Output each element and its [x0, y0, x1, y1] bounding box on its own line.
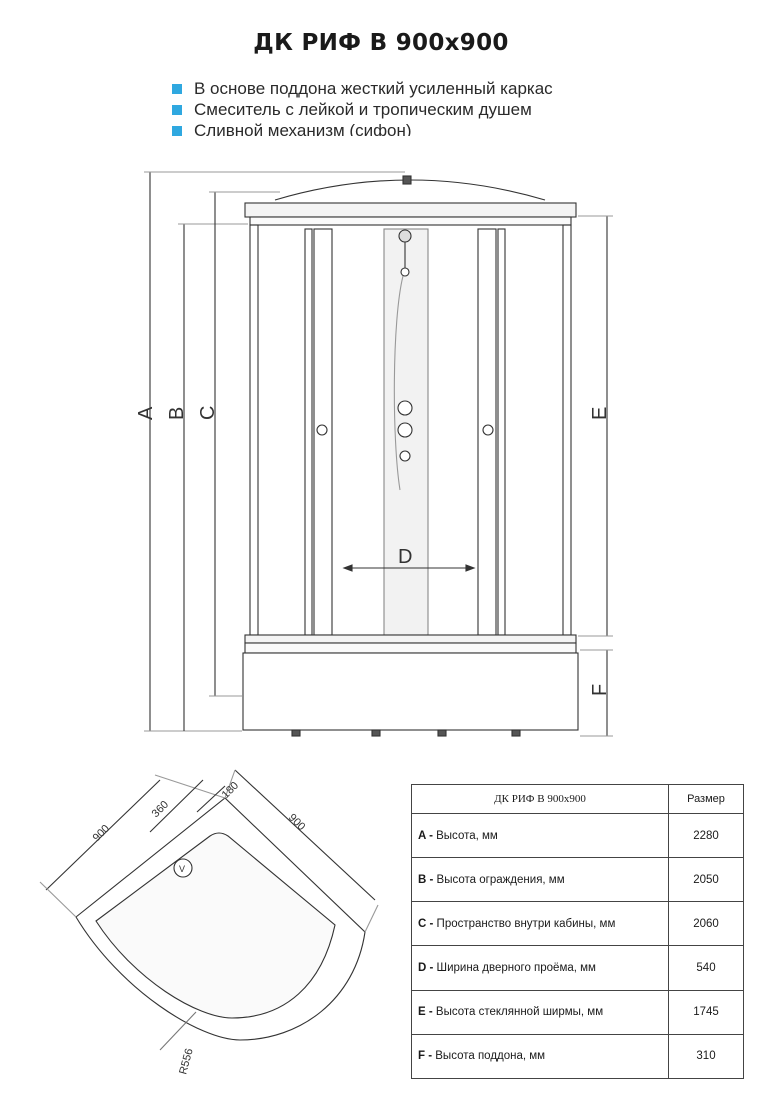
row-code: B: [418, 873, 427, 886]
dim-label-e: E: [589, 407, 611, 420]
feature-item: В основе поддона жесткий усиленный карка…: [172, 78, 642, 99]
top-dim-180: 180: [220, 780, 241, 801]
table-row: B - Высота ограждения, мм 2050: [411, 857, 744, 903]
top-dim-900-left: 900: [91, 823, 112, 844]
square-bullet-icon: [172, 125, 182, 136]
row-label: Высота стеклянной ширмы, мм: [435, 1006, 604, 1019]
table-cell-label: E - Высота стеклянной ширмы, мм: [411, 989, 669, 1035]
dim-label-c: C: [197, 406, 219, 420]
page-title: ДК РИФ В 900х900: [253, 30, 509, 56]
row-code: C: [418, 917, 427, 930]
row-code: F: [418, 1050, 426, 1063]
top-dim-900-right: 900: [286, 812, 307, 833]
table-cell-label: B - Высота ограждения, мм: [411, 857, 669, 903]
table-header-row: ДК РИФ В 900х900 Размер: [411, 784, 744, 814]
table-cell-value: 540: [668, 945, 744, 991]
table-row: C - Пространство внутри кабины, мм 2060: [411, 901, 744, 947]
table-row: A - Высота, мм 2280: [411, 812, 744, 859]
feature-text: В основе поддона жесткий усиленный карка…: [194, 79, 553, 98]
row-label: Высота поддона, мм: [435, 1050, 546, 1063]
row-label: Пространство внутри кабины, мм: [436, 917, 616, 930]
table-cell-value: 2280: [668, 812, 744, 859]
square-bullet-icon: [172, 83, 182, 94]
table-cell-label: A - Высота, мм: [411, 812, 669, 859]
dim-label-f: F: [589, 684, 611, 696]
table-row: F - Высота поддона, мм 310: [411, 1033, 744, 1080]
row-label: Высота ограждения, мм: [436, 873, 565, 886]
row-label: Высота, мм: [436, 829, 498, 842]
row-label: Ширина дверного проёма, мм: [436, 962, 596, 975]
table-cell-label: D - Ширина дверного проёма, мм: [411, 945, 669, 991]
table-cell-label: C - Пространство внутри кабины, мм: [411, 901, 669, 947]
spec-table: ДК РИФ В 900х900 Размер A - Высота, мм 2…: [411, 784, 744, 1080]
table-cell-label: F - Высота поддона, мм: [411, 1033, 669, 1080]
feature-list: В основе поддона жесткий усиленный карка…: [172, 78, 642, 136]
feature-text: Смеситель с лейкой и тропическим душем: [194, 100, 532, 119]
top-dim-360: 360: [150, 799, 171, 820]
dim-label-b: B: [166, 407, 188, 420]
top-view: V: [39, 769, 379, 1051]
top-dim-radius: R556: [177, 1047, 195, 1076]
table-cell-value: 310: [668, 1033, 744, 1080]
dim-label-a: A: [135, 406, 157, 420]
table-header-value: Размер: [668, 784, 744, 814]
dim-label-d: D: [398, 546, 412, 568]
row-code: D: [418, 962, 427, 975]
feature-text: Сливной механизм (сифон): [194, 121, 412, 136]
table-row: D - Ширина дверного проёма, мм 540: [411, 945, 744, 991]
table-row: E - Высота стеклянной ширмы, мм 1745: [411, 989, 744, 1035]
feature-item: Сливной механизм (сифон): [172, 120, 642, 136]
row-code: E: [418, 1006, 426, 1019]
table-cell-value: 1745: [668, 989, 744, 1035]
row-code: A: [418, 829, 426, 842]
table-header-name: ДК РИФ В 900х900: [411, 784, 669, 814]
svg-text:V: V: [179, 864, 185, 874]
table-cell-value: 2060: [668, 901, 744, 947]
table-cell-value: 2050: [668, 857, 744, 903]
square-bullet-icon: [172, 104, 182, 115]
front-view: [144, 171, 613, 737]
feature-item: Смеситель с лейкой и тропическим душем: [172, 99, 642, 120]
